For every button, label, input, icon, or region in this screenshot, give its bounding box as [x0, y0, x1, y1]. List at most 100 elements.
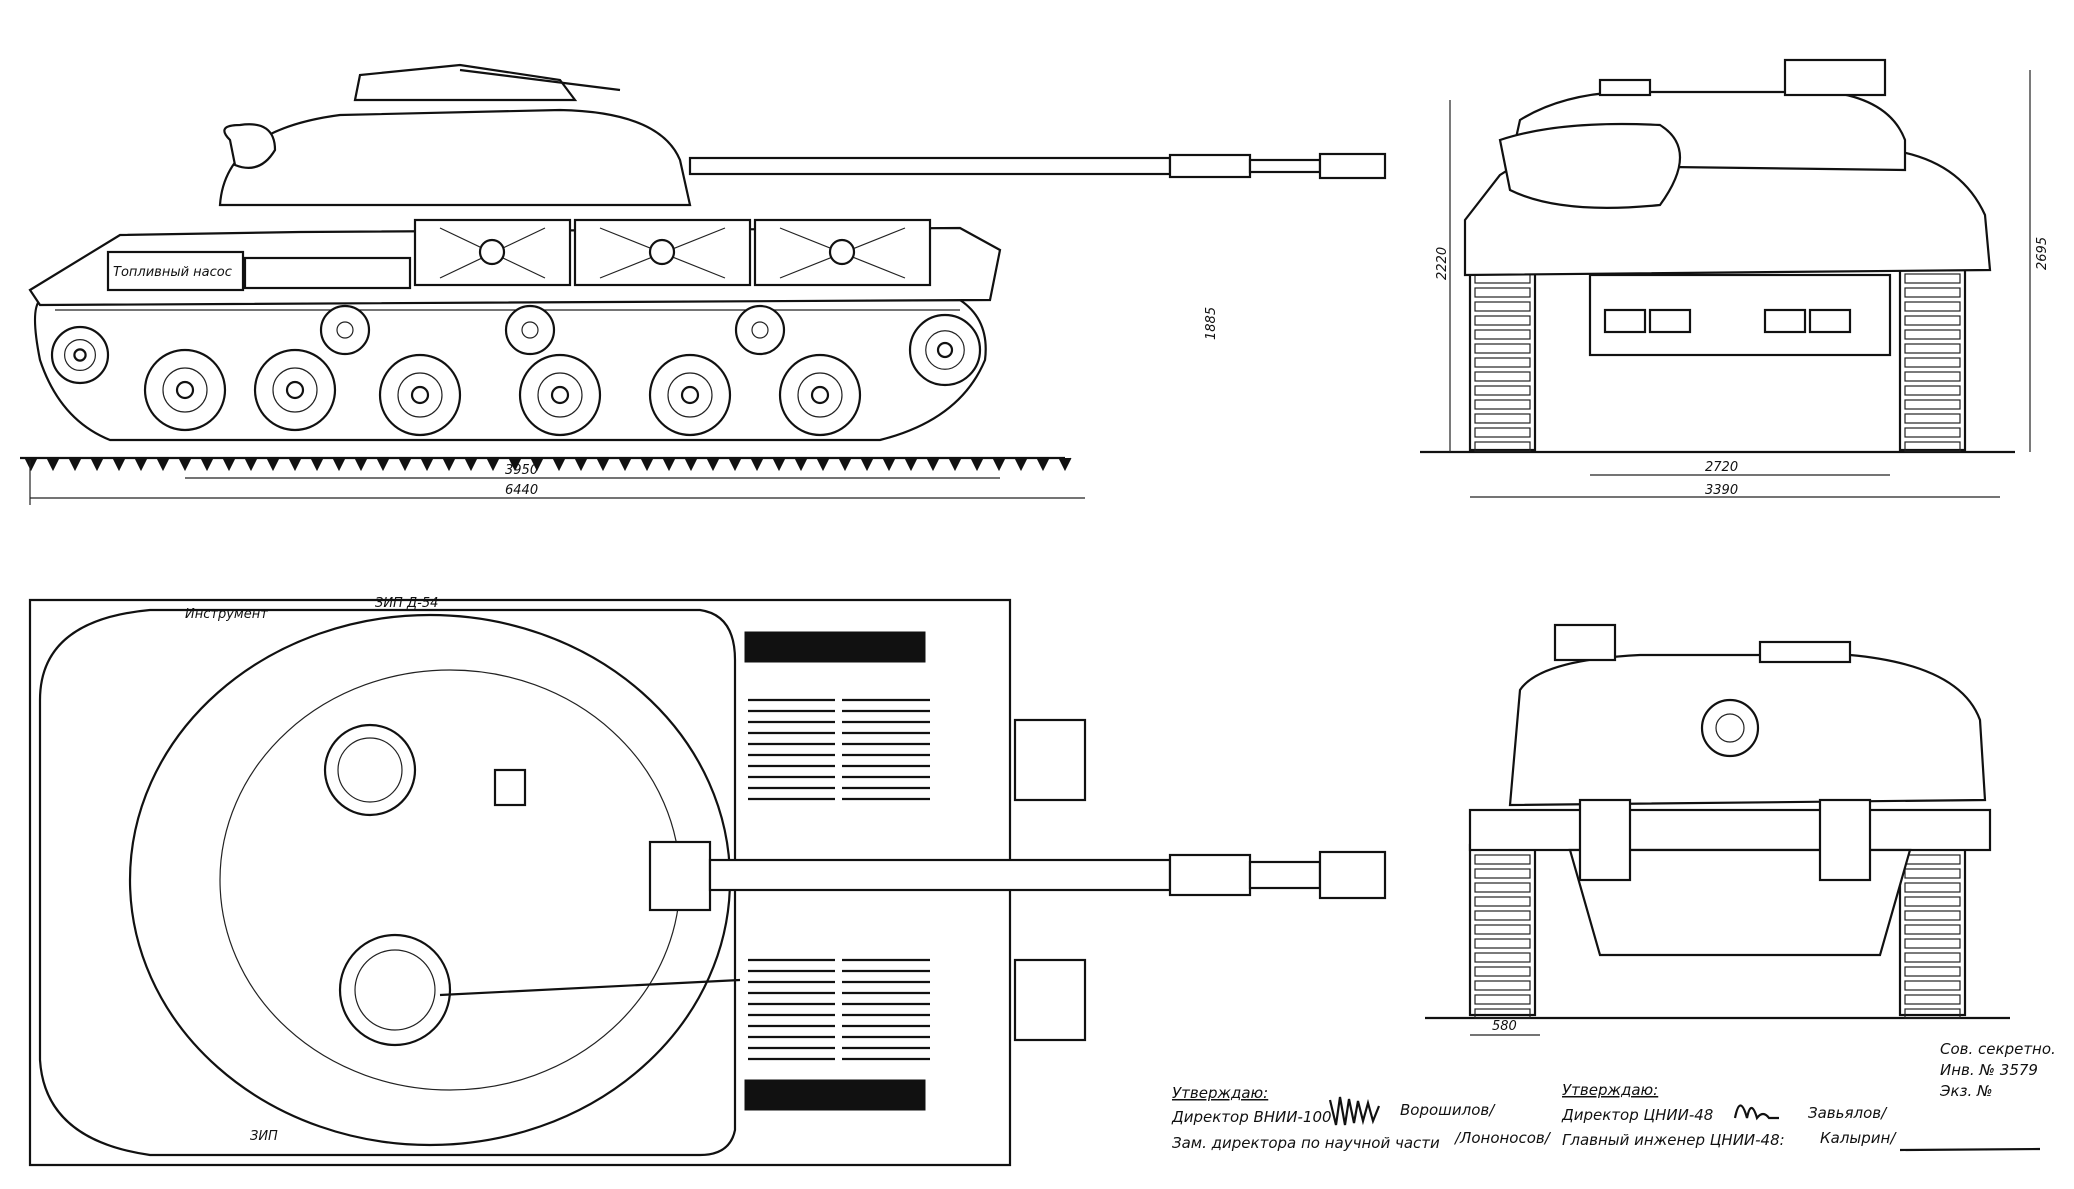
ground-tooth: [728, 457, 742, 472]
tow-hook: [1763, 308, 1807, 334]
ground-tooth: [662, 457, 676, 472]
classification-stamp: Сов. секретно. Инв. № 3579 Экз. №: [1939, 1040, 2056, 1100]
ground-tooth: [24, 457, 38, 472]
track-link: [1904, 343, 1961, 354]
ground-tooth: [860, 457, 874, 472]
ground-tooth: [244, 457, 258, 472]
roller-hub: [751, 321, 769, 339]
bore-evacuator-top: [1168, 853, 1252, 897]
gun-barrel-side: [688, 156, 1172, 176]
track-link: [1474, 399, 1531, 410]
wheel-center: [410, 385, 430, 405]
dim-6440: 6440: [505, 483, 538, 498]
wheel-hub: [537, 372, 583, 418]
ground-tooth: [904, 457, 918, 472]
ground-tooth: [574, 457, 588, 472]
front-track-links: [1474, 259, 1961, 452]
rear-gun-muzzle: [1700, 698, 1760, 758]
wheel-hub: [667, 372, 713, 418]
track-link: [1474, 329, 1531, 340]
approval-right-name1: Завьялов/: [1808, 1104, 1888, 1122]
ground-hatch: [24, 457, 1072, 472]
track-link: [1904, 910, 1961, 921]
ground-tooth: [838, 457, 852, 472]
ground-tooth: [376, 457, 390, 472]
ground-tooth: [442, 457, 456, 472]
track-link: [1904, 315, 1961, 326]
approval-right-line1: Директор ЦНИИ-48: [1561, 1106, 1713, 1124]
periscope: [493, 768, 527, 807]
rear-cupola: [1553, 623, 1617, 662]
track-link: [1904, 399, 1961, 410]
signature-left: [1328, 1096, 1381, 1126]
rear-fuel-tank: [1013, 718, 1087, 802]
tow-hook: [1603, 308, 1647, 334]
cupola-mg: [353, 63, 578, 102]
stowage-box: [243, 256, 412, 290]
rear-deck: [1468, 808, 1992, 852]
ground-tooth: [706, 457, 720, 472]
approval-left-name2: /Лононосов/: [1453, 1129, 1552, 1147]
ground-tooth: [112, 457, 126, 472]
front-hatch: [1598, 78, 1652, 97]
ground-tooth: [178, 457, 192, 472]
rear-track-links: [1474, 854, 1961, 1019]
track-link: [1474, 854, 1531, 865]
ground-tooth: [618, 457, 632, 472]
ground-tooth: [1058, 457, 1072, 472]
hatch-inner: [354, 949, 436, 1031]
track-link: [1474, 1008, 1531, 1019]
track-link: [1474, 868, 1531, 879]
track-link: [1474, 994, 1531, 1005]
return-roller: [734, 304, 786, 356]
grille-front: [744, 631, 926, 663]
box-emblem: [648, 238, 676, 266]
ground-tooth: [530, 457, 544, 472]
approval-left-line1: Директор ВНИИ-100: [1171, 1108, 1332, 1126]
ground-tooth: [68, 457, 82, 472]
approval-left-name1: Ворошилов/: [1400, 1101, 1496, 1119]
wheel-center: [680, 385, 700, 405]
wheel-center: [936, 341, 954, 359]
track-link: [1904, 868, 1961, 879]
dim-2720: 2720: [1705, 460, 1738, 475]
roller-hub: [521, 321, 539, 339]
front-view: 2720 3390 2220 2695: [1420, 58, 2050, 498]
track-link: [1904, 980, 1961, 991]
muzzle-brake: [1318, 152, 1387, 180]
ground-tooth: [420, 457, 434, 472]
ground-tooth: [508, 457, 522, 472]
track-link: [1904, 287, 1961, 298]
dim-1885: 1885: [1204, 307, 1219, 340]
tow-hook: [1808, 308, 1852, 334]
ground-tooth: [772, 457, 786, 472]
bedroll: [223, 123, 277, 169]
dim-3950: 3950: [505, 463, 538, 478]
aa-mg-top: [439, 978, 741, 997]
track-link: [1904, 896, 1961, 907]
ground-tooth: [794, 457, 808, 472]
track-link: [1474, 952, 1531, 963]
track-link: [1904, 329, 1961, 340]
ground-tooth: [90, 457, 104, 472]
ground-tooth: [882, 457, 896, 472]
track-link: [1474, 924, 1531, 935]
track-link: [1474, 938, 1531, 949]
ground-tooth: [750, 457, 764, 472]
ground-tooth: [970, 457, 984, 472]
track-link: [1904, 938, 1961, 949]
ground-tooth: [288, 457, 302, 472]
side-view: Топливный насос 3950 6440 1885: [20, 63, 1387, 505]
ground-tooth: [684, 457, 698, 472]
wheel-hub: [63, 339, 96, 372]
grille-rear: [744, 1079, 926, 1111]
track-link: [1904, 273, 1961, 284]
exhaust-box: [1818, 798, 1872, 882]
barrel-tip: [1248, 158, 1322, 174]
front-cupola: [1783, 58, 1887, 97]
front-bedroll: [1498, 122, 1681, 209]
label-spares: ЗИП: [250, 1129, 278, 1144]
wheel-hub: [397, 372, 443, 418]
barrel-tip-top: [1248, 860, 1322, 890]
